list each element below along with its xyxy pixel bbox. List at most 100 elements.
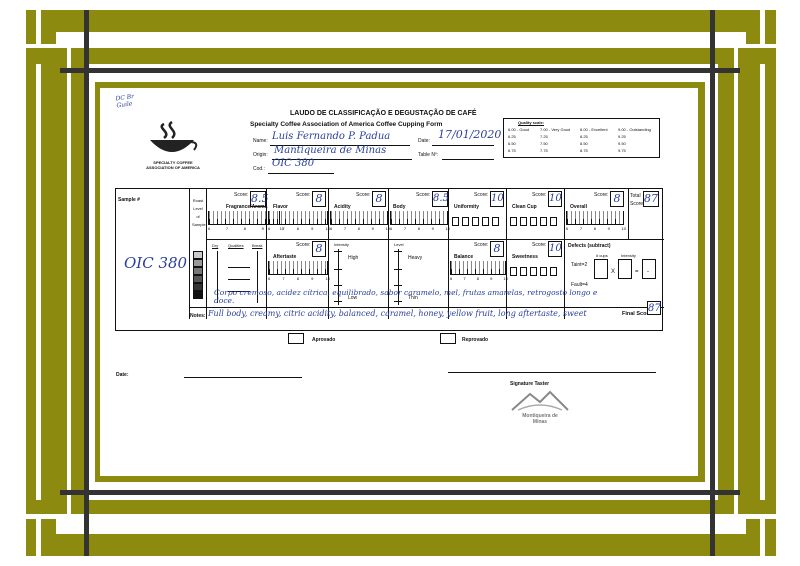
- sweetness-cup: [540, 267, 547, 276]
- balance-scale: [450, 261, 506, 275]
- uniformity-label: Uniformity: [454, 204, 479, 210]
- mantiqueira-logo-text: Montiqueira de Minas: [522, 413, 558, 425]
- scale-num: 10: [621, 226, 626, 231]
- sca-logo-text: SPECIALTY COFFEE ASSOCIATION OF AMERICA: [146, 160, 200, 170]
- clean-cup-cup: [540, 217, 547, 226]
- scale-num: 7: [282, 276, 285, 281]
- scale-num: 7: [463, 276, 466, 281]
- total-score: 87: [643, 191, 659, 207]
- quality-cell: 8.75: [580, 148, 588, 153]
- approved-label: Aprovado: [312, 337, 336, 343]
- high-label: High: [348, 255, 359, 261]
- overall-scale: [566, 211, 624, 225]
- scale-num: 7: [282, 226, 285, 231]
- quality-scale-box: Quality scale: 6.00 - Good 7.00 - Very G…: [503, 118, 660, 158]
- scale-num: 8: [476, 276, 479, 281]
- quality-cell: 7.25: [540, 134, 548, 139]
- balance-label: Balance: [454, 254, 474, 260]
- quality-line: [228, 279, 250, 280]
- quality-cell: 8.50: [580, 141, 588, 146]
- signature-line: [448, 372, 656, 373]
- sweetness-label: Sweetness: [512, 254, 538, 260]
- rejected-checkbox[interactable]: [440, 333, 456, 344]
- col-divider: [328, 189, 329, 319]
- uniformity-cup: [462, 217, 469, 226]
- overall-score: 8: [610, 191, 624, 207]
- cups-box: [594, 259, 608, 279]
- flavor-score-label: Score:: [296, 192, 311, 198]
- quality-row: 6.75 7.75 8.75 9.75: [508, 147, 658, 154]
- overall-score-label: Score:: [594, 192, 609, 198]
- sweetness-score-label: Score:: [532, 242, 547, 248]
- col-divider: [564, 189, 565, 319]
- rejected-label: Reprovado: [462, 337, 489, 343]
- frame-bottom-stripe: [26, 514, 776, 519]
- origin-value: Mantiqueira de Minas: [274, 145, 387, 156]
- quality-cell: 9.25: [618, 134, 626, 139]
- body-scale: [390, 211, 448, 225]
- defects-label: Defects (subtract): [568, 243, 611, 249]
- notes-label: Notes:: [190, 313, 206, 319]
- footer-date-label: Date:: [116, 372, 129, 378]
- date-label: Date:: [418, 138, 430, 144]
- level-tick: [394, 285, 402, 286]
- scale-num: 9: [431, 226, 434, 231]
- scale-num: 6: [268, 226, 271, 231]
- quality-cell: 7.75: [540, 148, 548, 153]
- times-sign: X: [611, 269, 616, 275]
- name-value: Luis Fernando P. Padua: [272, 131, 391, 142]
- frame-top-band: [26, 10, 776, 32]
- intensity-scale: [338, 249, 339, 305]
- quality-cell: 6.00 - Good: [508, 127, 530, 132]
- frame-dark-left: [84, 10, 89, 556]
- body-score-label: Score:: [416, 192, 431, 198]
- level-tick: [394, 251, 402, 252]
- flavor-score: 8: [312, 191, 326, 207]
- scale-num: 6: [268, 276, 271, 281]
- scale-num: 6: [450, 276, 453, 281]
- quality-row: 6.25 7.25 8.25 9.25: [508, 133, 658, 140]
- fragrance-label: Fragrance/Aroma: [226, 204, 268, 210]
- roast-divider: [206, 189, 207, 319]
- uniformity-score-label: Score:: [474, 192, 489, 198]
- signature-label: Signature Taster: [510, 381, 550, 387]
- frame-dark-bottom: [60, 490, 740, 495]
- table-line: [442, 159, 494, 160]
- quality-line: [228, 291, 250, 292]
- quality-scale-title: Quality scale:: [518, 120, 545, 125]
- quality-cell: 8.25: [580, 134, 588, 139]
- frame-left-stripe: [36, 10, 41, 556]
- notes-line-2: Full body, creamy, citric acidity, balan…: [208, 309, 587, 318]
- scale-num: 9: [371, 226, 374, 231]
- quality-scale-rows: 6.00 - Good 7.00 - Very Good 8.00 - Exce…: [508, 126, 658, 154]
- uniformity-score: 10: [490, 191, 504, 207]
- origin-line: [272, 159, 412, 160]
- scale-num: 8: [417, 226, 420, 231]
- intensity-tick: [334, 251, 342, 252]
- quality-cell: 8.00 - Excellent: [580, 127, 608, 132]
- balance-score: 8: [490, 241, 504, 257]
- sweetness-cup: [510, 267, 517, 276]
- scale-num: 7: [225, 226, 229, 231]
- quality-row: 6.00 - Good 7.00 - Very Good 8.00 - Exce…: [508, 126, 658, 133]
- low-label: Low: [348, 295, 358, 301]
- frame-dark-right: [710, 10, 715, 556]
- level-scale: [398, 249, 399, 305]
- scale-num: 9: [311, 226, 314, 231]
- total-label: Total Score: [630, 193, 644, 207]
- break-label: Break: [252, 243, 263, 248]
- form-title: LAUDO DE CLASSIFICAÇÃO E DEGUSTAÇÃO DE C…: [290, 110, 477, 117]
- form-subtitle: Specialty Coffee Association of America …: [250, 121, 443, 128]
- scale-num: 6: [390, 226, 393, 231]
- qualities-label: Qualities: [228, 243, 244, 248]
- scale-num: 9: [311, 276, 314, 281]
- clean-cup-label: Clean Cup: [512, 204, 537, 210]
- uniformity-cup: [452, 217, 459, 226]
- scale-num: 10: [446, 226, 450, 231]
- frame-dark-top: [60, 68, 740, 73]
- scale-num: 8: [243, 226, 246, 231]
- acidity-score: 8: [372, 191, 386, 207]
- approved-checkbox[interactable]: [288, 333, 304, 344]
